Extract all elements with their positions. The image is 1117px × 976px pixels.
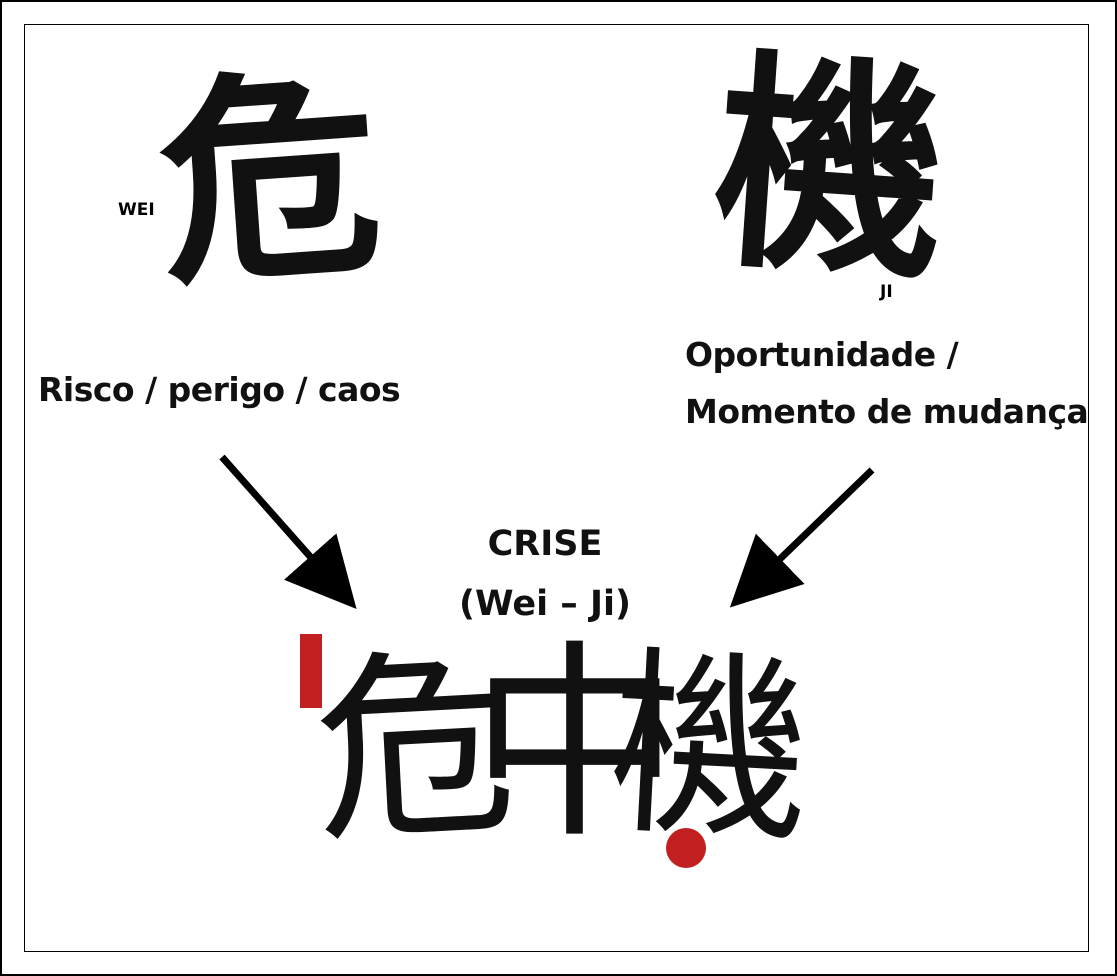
crisis-subtitle: (Wei – Ji) <box>459 584 631 624</box>
arrow-right <box>729 467 875 608</box>
diagram-panel <box>24 24 1089 952</box>
red-seal-round <box>666 828 706 868</box>
wei-meaning: Risco / perigo / caos <box>38 370 401 409</box>
arrow-left <box>219 454 357 609</box>
crisis-char-3: 機 <box>604 627 817 872</box>
ji-pinyin-label: JI <box>880 282 893 302</box>
red-seal-vertical <box>300 634 322 708</box>
wei-pinyin-label: WEI <box>118 200 155 220</box>
ji-meaning-line1: Oportunidade / <box>685 335 959 374</box>
crisis-title: CRISE <box>487 524 603 564</box>
crisis-char-2: 中 <box>470 622 681 867</box>
ji-meaning-line2: Momento de mudança <box>685 392 1089 431</box>
